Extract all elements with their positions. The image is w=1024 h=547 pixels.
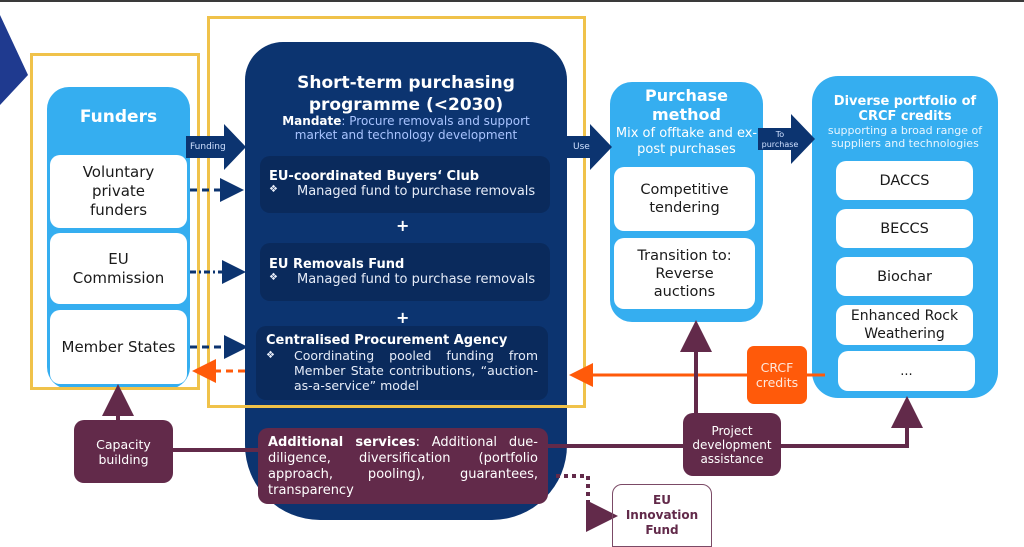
portfolio-subtitle: supporting a broad range of suppliers an… [827,124,983,150]
assistance-to-portfolio-arrow [780,396,923,448]
purchase-method-title-line2: method [651,105,721,124]
use-arrow [567,124,612,170]
to-purchase-arrow [758,114,815,164]
technology-more: ... [838,351,975,391]
plus-sign: + [396,308,410,327]
component-bullet-text: Managed fund to purchase removals [297,184,536,199]
programme-title: Short-term purchasing programme (<2030) [245,72,567,116]
mandate-label: Mandate [282,114,342,128]
use-arrow-label: Use [573,142,590,152]
funding-arrow-label: Funding [190,142,226,152]
purchase-method-title-line1: Purchase [644,86,729,105]
project-development-assistance-box: Project development assistance [683,413,781,476]
funder-eu-commission: EU Commission [50,233,187,304]
top-border [0,0,1024,2]
component-title: Centralised Procurement Agency [266,333,508,348]
component-bullet-text: Coordinating pooled funding from Member … [294,348,538,393]
component-buyers-club: EU-coordinated Buyers‘ Club ❖ Managed fun… [260,156,550,213]
purchase-method-subtitle: Mix of offtake and ex-post purchases [615,126,758,157]
left-chevron-icon [0,15,28,105]
technology-enhanced-rock-weathering: Enhanced Rock Weathering [836,305,973,345]
additional-services-text: : Additional due-diligence, diversificat… [268,435,538,498]
additional-services-label: Additional services [268,435,416,450]
programme-title-line2: programme (<2030) [308,95,504,115]
bullet-icon: ❖ [269,184,278,195]
component-bullet-text: Managed fund to purchase removals [297,272,536,287]
to-purchase-arrow-label: To purchase [761,130,799,149]
technology-biochar: Biochar [836,257,973,296]
component-procurement-agency: Centralised Procurement Agency ❖ Coordina… [256,326,548,400]
programme-mandate: Mandate: Procure removals and support ma… [272,114,540,142]
bullet-icon: ❖ [266,350,275,361]
component-removals-fund: EU Removals Fund ❖ Managed fund to purcha… [260,243,550,301]
funder-voluntary-private: Voluntary private funders [50,155,187,228]
component-bullet: ❖ Managed fund to purchase removals [269,272,541,287]
mandate-text: : Procure removals and support market an… [294,114,530,142]
innovation-fund-link [556,474,618,532]
programme-title-line1: Short-term purchasing [297,73,515,93]
crcf-credits-badge: CRCF credits [747,346,807,404]
portfolio-title: Diverse portfolio of CRCF credits [833,94,977,124]
funder-member-states: Member States [50,310,187,384]
capacity-building-box: Capacity building [74,420,173,483]
method-reverse-auctions: Transition to: Reverse auctions [614,238,755,309]
additional-services-box: Additional services: Additional due-dili… [258,428,548,504]
technology-beccs: BECCS [836,209,973,248]
purchase-method-title: Purchase method [610,86,763,124]
component-title: EU-coordinated Buyers‘ Club [269,169,480,184]
funders-title: Funders [79,107,158,127]
bullet-icon: ❖ [269,272,278,283]
eu-innovation-fund-box: EU Innovation Fund [612,484,712,547]
method-competitive-tendering: Competitive tendering [614,167,755,231]
technology-daccs: DACCS [836,161,973,200]
component-bullet: ❖ Coordinating pooled funding from Member… [266,348,538,393]
funding-arrow [186,124,246,170]
plus-sign: + [396,216,410,235]
component-bullet: ❖ Managed fund to purchase removals [269,184,541,199]
programme-highlight-frame [207,16,586,408]
component-title: EU Removals Fund [269,257,405,272]
